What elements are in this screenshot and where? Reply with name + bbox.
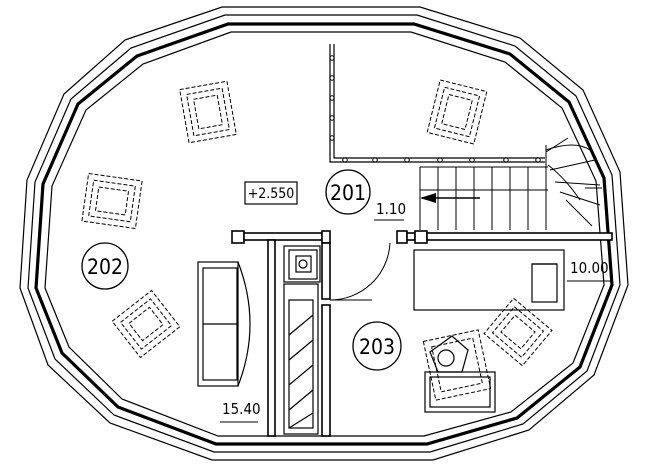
door-swing — [329, 242, 391, 301]
roof-windows — [81, 79, 553, 401]
room-203-number: 203 — [359, 335, 395, 359]
room-201-area: 1.10 — [374, 200, 406, 221]
room-201-number: 201 — [330, 181, 366, 205]
room-202-tag: 202 — [81, 242, 129, 290]
room-203-area: 10.00 — [567, 259, 612, 282]
room-201-area-text: 1.10 — [376, 200, 406, 218]
stair-railing — [329, 44, 545, 163]
stair-direction-arrow — [420, 193, 480, 203]
room-202-area: 15.40 — [220, 400, 261, 423]
room-203-area-text: 10.00 — [570, 259, 609, 277]
room-202-number: 202 — [87, 255, 123, 279]
room-201-tag: 201 — [325, 169, 371, 215]
room-203-tag: 203 — [352, 321, 402, 371]
chimney-shaft — [283, 245, 321, 435]
desk-and-chair — [424, 335, 496, 413]
level-mark-text: +2.550 — [248, 186, 295, 202]
level-mark: +2.550 — [244, 181, 298, 205]
room-202-area-text: 15.40 — [222, 400, 261, 418]
interior-walls — [231, 230, 613, 437]
exterior-walls — [19, 6, 629, 461]
bed — [413, 249, 565, 311]
staircase — [419, 137, 602, 230]
sofa — [197, 261, 251, 387]
